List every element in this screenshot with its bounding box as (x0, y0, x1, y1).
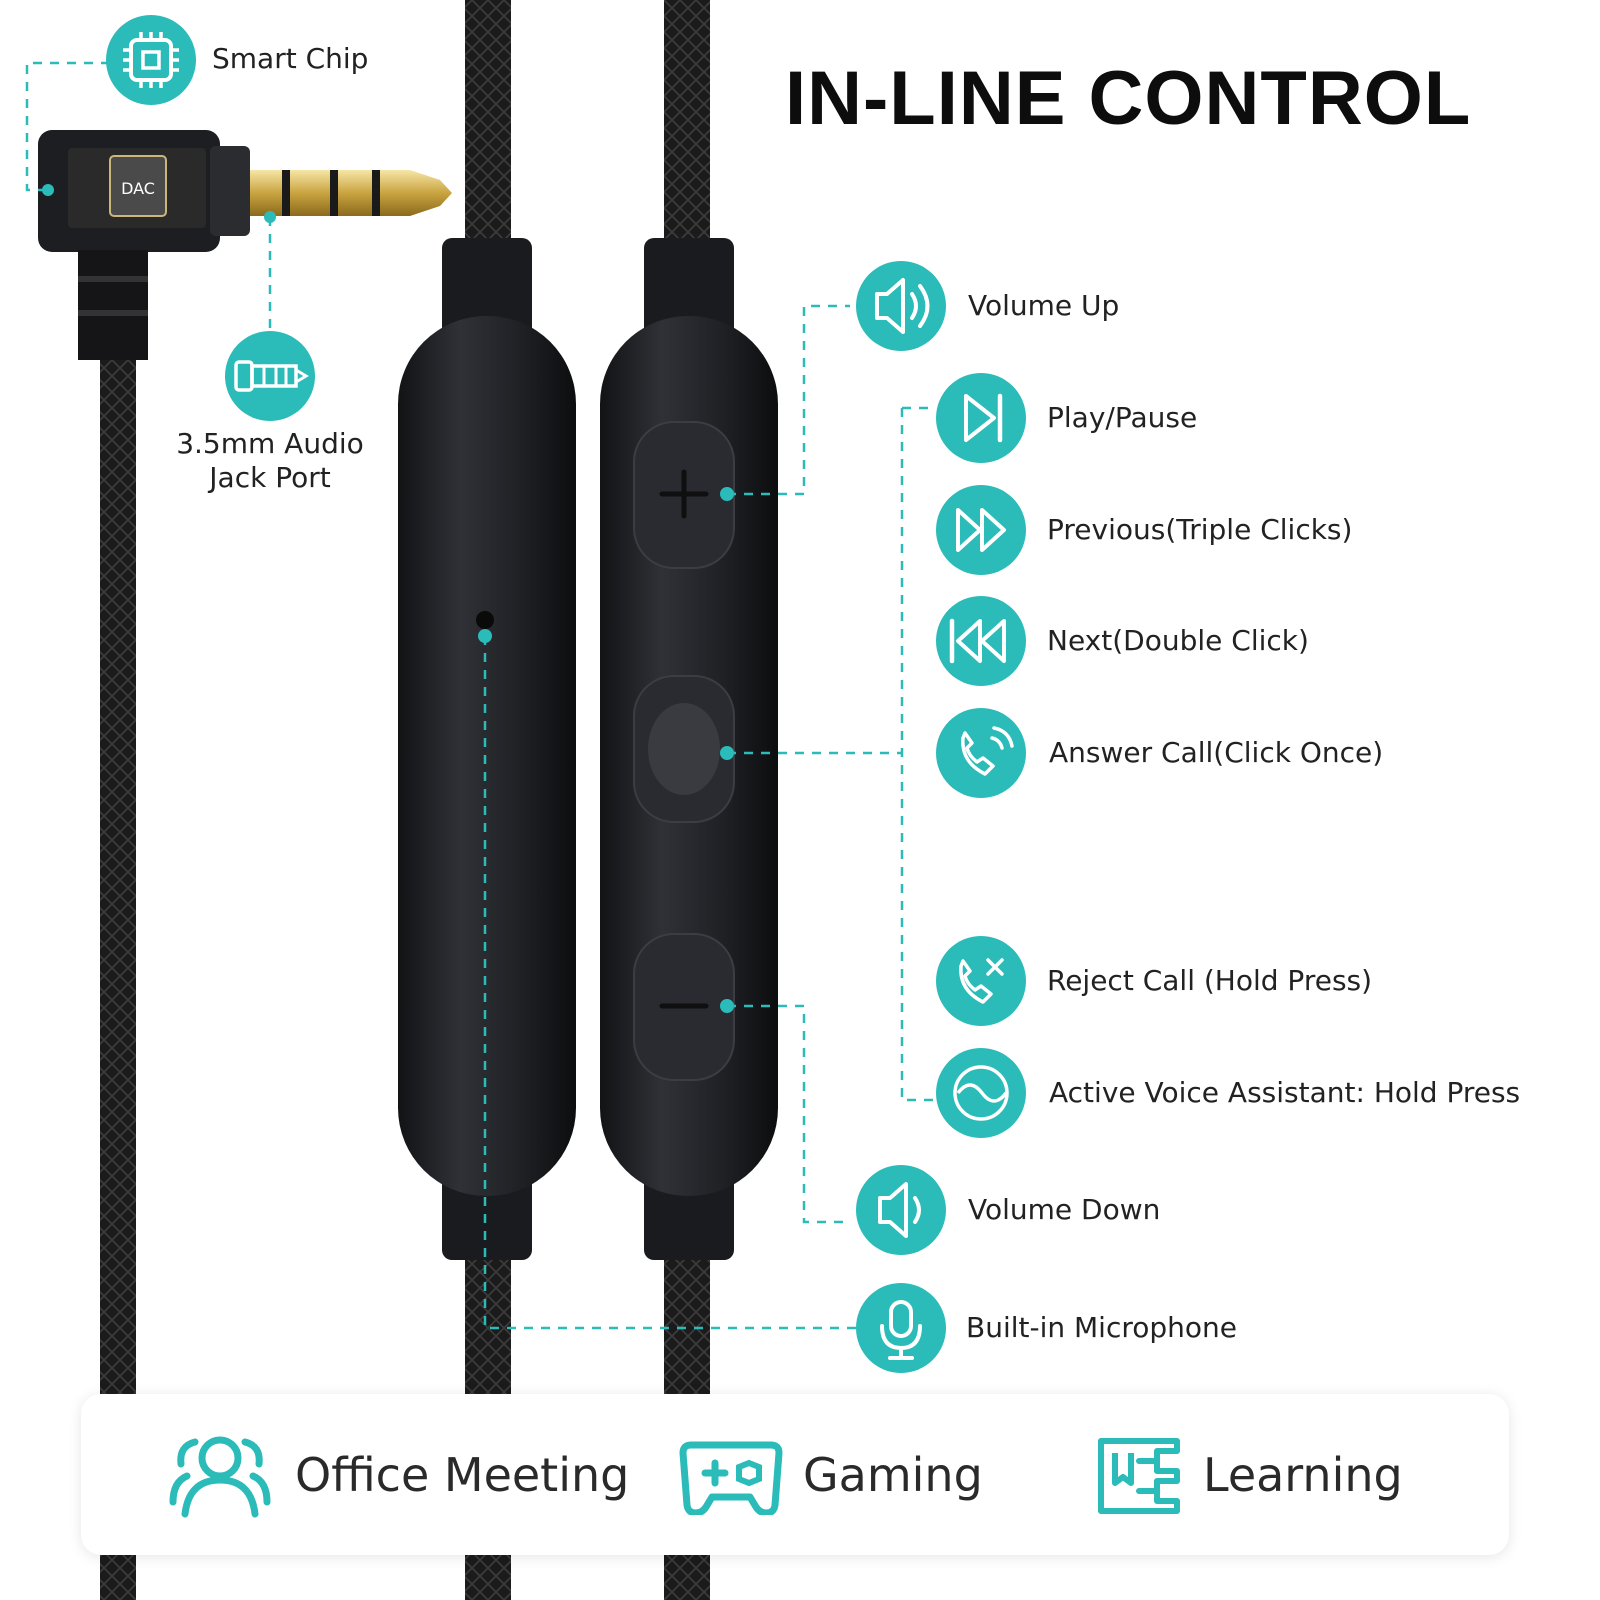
play-pause-icon (936, 373, 1026, 463)
label-microphone: Built-in Microphone (966, 1311, 1238, 1344)
page-title: IN-LINE CONTROL (785, 56, 1472, 141)
leader-lines (25, 61, 935, 1330)
use-case-bar: Office Meeting Gaming Learning (81, 1394, 1509, 1555)
voice-assistant-icon (936, 1048, 1026, 1138)
volume-down-icon (856, 1165, 946, 1255)
audio-jack-plug: DAC (38, 130, 452, 360)
audio-jack-icon (225, 331, 315, 421)
chip-marking: DAC (121, 179, 155, 198)
jack-port-label: 3.5mm Audio Jack Port (160, 427, 380, 495)
jack-label-line-2: Jack Port (209, 461, 331, 494)
label-reject-call: Reject Call (Hold Press) (1047, 964, 1373, 997)
volume-up-icon (856, 261, 946, 351)
book-icon (1098, 1437, 1180, 1514)
fast-forward-icon (936, 485, 1026, 575)
jack-label-line-1: 3.5mm Audio (176, 427, 364, 460)
microphone-icon (856, 1283, 946, 1373)
label-previous: Previous(Triple Clicks) (1047, 513, 1353, 546)
leader-dots (42, 184, 734, 1013)
use-case-office-label: Office Meeting (295, 1447, 630, 1502)
label-volume-up: Volume Up (968, 289, 1120, 322)
chip-icon (106, 15, 196, 105)
remote-right (600, 238, 778, 1260)
label-play-pause: Play/Pause (1047, 401, 1198, 434)
smart-chip-label: Smart Chip (212, 42, 369, 75)
use-case-gaming: Gaming (679, 1394, 983, 1555)
people-icon (169, 1436, 271, 1517)
remote-left (398, 238, 576, 1260)
use-case-office-meeting: Office Meeting (165, 1394, 629, 1555)
label-answer-call: Answer Call(Click Once) (1049, 736, 1384, 769)
use-case-learning: Learning (1095, 1394, 1403, 1555)
label-volume-down: Volume Down (968, 1193, 1161, 1226)
gamepad-icon (679, 1441, 783, 1515)
phone-reject-icon (936, 936, 1026, 1026)
rewind-icon (936, 596, 1026, 686)
label-voice-assistant: Active Voice Assistant: Hold Press (1049, 1076, 1521, 1109)
use-case-learning-label: Learning (1203, 1447, 1403, 1502)
label-next: Next(Double Click) (1047, 624, 1309, 657)
use-case-gaming-label: Gaming (803, 1447, 983, 1502)
phone-call-icon (936, 708, 1026, 798)
